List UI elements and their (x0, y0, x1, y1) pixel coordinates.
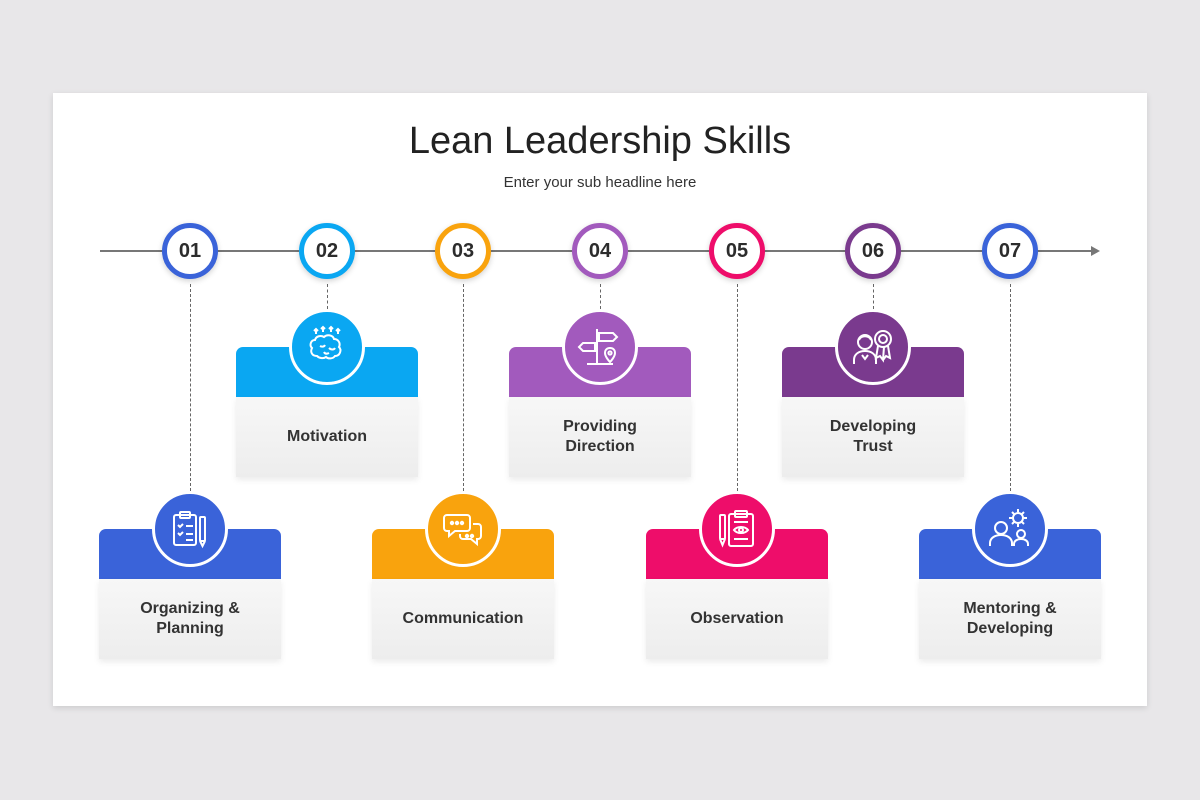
step-label: Mentoring & Developing (963, 600, 1057, 637)
step-number-badge: 01 (162, 223, 218, 279)
step-connector-line (873, 284, 874, 309)
slide-title: Lean Leadership Skills (408, 120, 792, 162)
clipboard-eye-icon (699, 491, 775, 567)
step-number-badge: 02 (299, 223, 355, 279)
step-number-badge: 06 (845, 223, 901, 279)
chat-bubbles-icon (425, 491, 501, 567)
step-number-badge: 05 (709, 223, 765, 279)
step-label-card: Developing Trust (782, 397, 964, 477)
timeline-arrowhead (1091, 246, 1100, 256)
step-connector-line (463, 284, 464, 491)
step-label: Organizing & Planning (140, 600, 240, 637)
brain-icon (289, 309, 365, 385)
step-connector-line (190, 284, 191, 491)
step-connector-line (327, 284, 328, 309)
award-person-icon (835, 309, 911, 385)
step-connector-line (1010, 284, 1011, 491)
step-label: Providing Direction (563, 418, 637, 455)
step-connector-line (600, 284, 601, 309)
step-label: Observation (690, 610, 784, 627)
step-number-badge: 03 (435, 223, 491, 279)
step-label-card: Communication (372, 579, 554, 659)
step-label: Motivation (287, 428, 367, 445)
mentor-gear-icon (972, 491, 1048, 567)
step-number-badge: 04 (572, 223, 628, 279)
checklist-icon (152, 491, 228, 567)
step-label: Developing Trust (829, 418, 917, 455)
step-label: Communication (402, 610, 524, 627)
step-label-card: Motivation (236, 397, 418, 477)
signpost-icon (562, 309, 638, 385)
step-label-card: Providing Direction (509, 397, 691, 477)
step-label-card: Mentoring & Developing (919, 579, 1101, 659)
step-label-card: Organizing & Planning (99, 579, 281, 659)
step-number-badge: 07 (982, 223, 1038, 279)
step-connector-line (737, 284, 738, 491)
slide-subtitle: Enter your sub headline here (503, 174, 697, 191)
step-label-card: Observation (646, 579, 828, 659)
